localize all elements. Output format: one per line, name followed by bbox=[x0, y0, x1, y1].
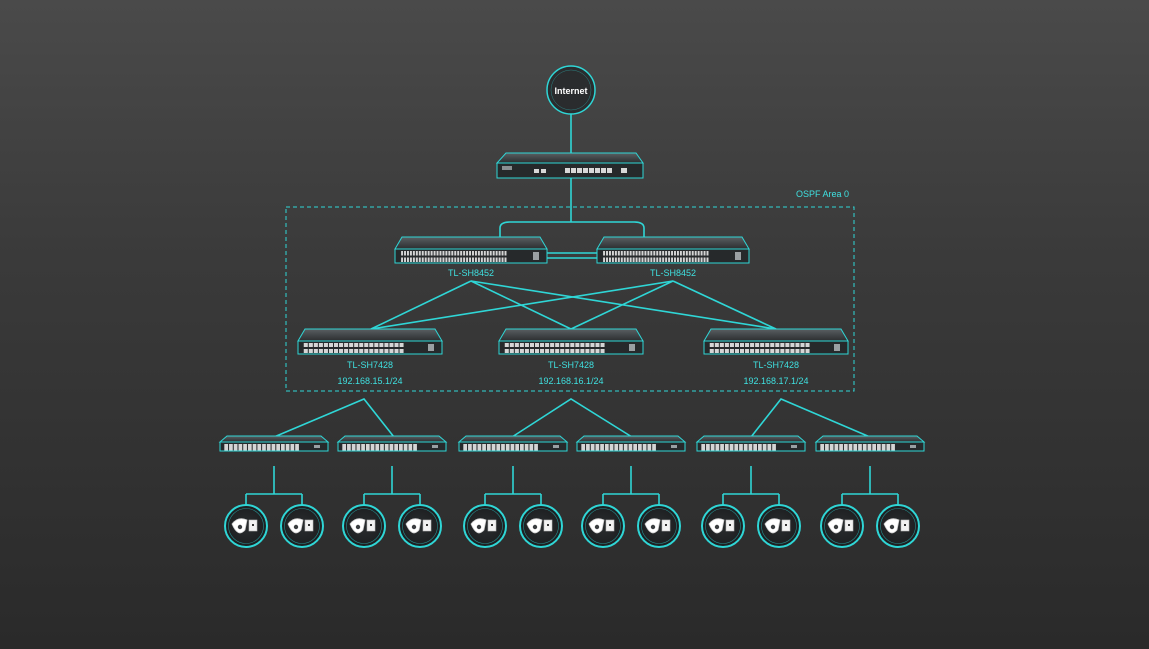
agg-switch-1-subnet: 192.168.15.1/24 bbox=[337, 376, 402, 386]
access-switch-4 bbox=[575, 435, 687, 452]
link-agg2-access bbox=[511, 398, 633, 438]
router-device bbox=[495, 152, 644, 179]
surveillance-camera-icon bbox=[581, 504, 625, 548]
surveillance-camera-icon bbox=[342, 504, 386, 548]
core-switch-1-label: TL-SH8452 bbox=[448, 268, 494, 278]
ospf-area-boundary bbox=[285, 206, 855, 392]
surveillance-camera-icon bbox=[280, 504, 324, 548]
access-switch-6 bbox=[814, 435, 926, 452]
agg-switch-2 bbox=[498, 328, 644, 355]
agg-switch-1-label: TL-SH7428 bbox=[347, 360, 393, 370]
agg-switch-2-subnet: 192.168.16.1/24 bbox=[538, 376, 603, 386]
surveillance-camera-icon bbox=[463, 504, 507, 548]
core-switch-1 bbox=[394, 236, 548, 264]
surveillance-camera-icon bbox=[876, 504, 920, 548]
link-core2-agg1 bbox=[370, 280, 674, 330]
access-switch-1-ports bbox=[224, 444, 299, 451]
router-icon bbox=[502, 166, 627, 173]
access-6-endpoint-links bbox=[841, 466, 899, 505]
core-layer bbox=[394, 236, 750, 264]
link-core2-agg2 bbox=[570, 280, 674, 330]
core-switch-2-ports bbox=[603, 251, 709, 262]
agg-switch-1 bbox=[297, 328, 443, 355]
agg-switch-2-label: TL-SH7428 bbox=[548, 360, 594, 370]
access-switch-2-ports bbox=[342, 444, 417, 451]
agg-switch-1-ports bbox=[303, 343, 404, 353]
link-core-uplinks bbox=[499, 221, 645, 238]
surveillance-camera-icon bbox=[757, 504, 801, 548]
agg-switch-3-subnet: 192.168.17.1/24 bbox=[743, 376, 808, 386]
surveillance-camera-icon bbox=[637, 504, 681, 548]
internet-label: Internet bbox=[554, 86, 587, 96]
surveillance-camera-icon bbox=[398, 504, 442, 548]
surveillance-camera-icon bbox=[701, 504, 745, 548]
link-agg1-access bbox=[273, 398, 395, 438]
core-switch-1-ports bbox=[401, 251, 507, 262]
surveillance-camera-icon bbox=[224, 504, 268, 548]
access-switch-1 bbox=[218, 435, 330, 452]
access-switch-3-ports bbox=[463, 444, 538, 451]
agg-switch-3 bbox=[703, 328, 849, 355]
access-switch-5 bbox=[695, 435, 807, 452]
access-4-endpoint-links bbox=[602, 466, 660, 505]
access-3-endpoint-links bbox=[484, 466, 542, 505]
surveillance-camera-icon bbox=[519, 504, 563, 548]
link-core2-agg3 bbox=[672, 280, 777, 330]
access-switch-3 bbox=[457, 435, 569, 452]
access-1-endpoint-links bbox=[245, 466, 303, 505]
access-switch-2 bbox=[336, 435, 448, 452]
aggregation-layer bbox=[297, 328, 849, 355]
agg-switch-3-label: TL-SH7428 bbox=[753, 360, 799, 370]
access-switch-4-ports bbox=[581, 444, 656, 451]
agg-switch-3-ports bbox=[709, 343, 810, 353]
access-switch-6-ports bbox=[820, 444, 895, 451]
surveillance-camera-icon bbox=[820, 504, 864, 548]
endpoint-layer bbox=[224, 466, 920, 548]
link-agg3-access bbox=[750, 398, 871, 438]
access-switch-5-ports bbox=[701, 444, 776, 451]
link-core1-agg1 bbox=[370, 280, 472, 330]
ospf-area-label: OSPF Area 0 bbox=[796, 189, 849, 199]
core-switch-2 bbox=[596, 236, 750, 264]
connection-lines bbox=[273, 113, 871, 438]
access-layer bbox=[218, 435, 926, 452]
internet-node: Internet bbox=[546, 65, 596, 115]
access-2-endpoint-links bbox=[363, 466, 421, 505]
access-5-endpoint-links bbox=[722, 466, 780, 505]
core-switch-2-label: TL-SH8452 bbox=[650, 268, 696, 278]
agg-switch-2-ports bbox=[504, 343, 605, 353]
